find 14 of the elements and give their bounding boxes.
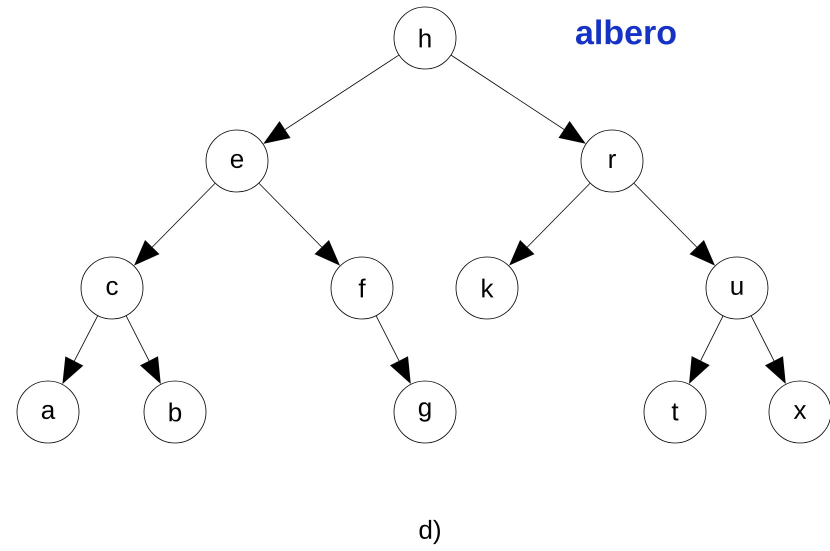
tree-node: k bbox=[456, 256, 518, 320]
tree-node: x bbox=[768, 380, 830, 444]
tree-node: t bbox=[644, 380, 706, 444]
tree-node: b bbox=[144, 380, 206, 444]
title: albero bbox=[576, 20, 676, 44]
tree-node: r bbox=[580, 130, 644, 192]
tree-node: c bbox=[80, 256, 144, 320]
caption: d) bbox=[420, 520, 440, 544]
tree-node: f bbox=[330, 256, 394, 320]
tree-node: e bbox=[206, 130, 268, 192]
tree-node: u bbox=[706, 256, 768, 320]
tree-node: a bbox=[16, 380, 80, 444]
tree-node: h bbox=[394, 6, 456, 70]
tree-node: g bbox=[394, 380, 456, 444]
